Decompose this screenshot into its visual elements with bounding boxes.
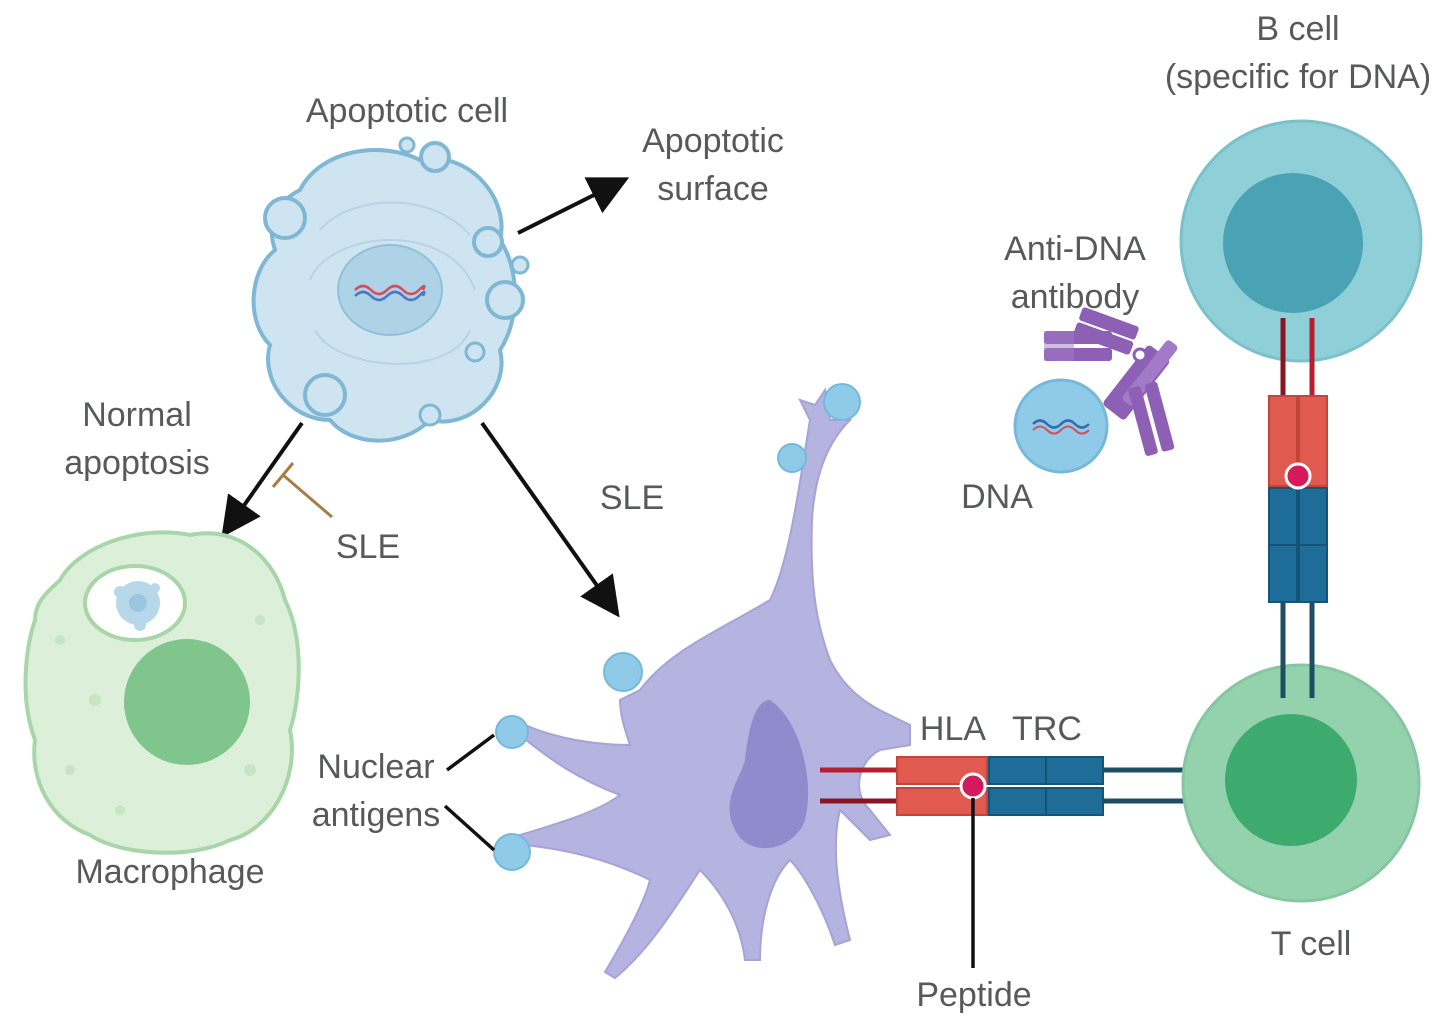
dendritic-cell xyxy=(493,383,911,980)
label-hla: HLA xyxy=(920,710,986,748)
label-macrophage: Macrophage xyxy=(75,853,264,891)
arrow-to-macrophage xyxy=(221,421,304,538)
label-b-cell-line2: (specific for DNA) xyxy=(1165,58,1431,96)
label-normal-apoptosis-line2: apoptosis xyxy=(64,444,210,482)
trc-receptor xyxy=(988,756,1047,785)
dendritic-nucleus xyxy=(729,700,809,849)
apoptotic-cell xyxy=(251,136,530,443)
nuclear-antigen-bleb xyxy=(603,652,643,692)
dna-strand-icon xyxy=(1032,419,1090,429)
pointer-line xyxy=(445,733,496,772)
label-sle-center: SLE xyxy=(600,479,664,517)
label-nuclear-antigens-line1: Nuclear xyxy=(317,748,434,786)
hla-trc-complex xyxy=(820,756,1200,816)
nuclear-antigen-bleb xyxy=(823,383,861,421)
label-apoptotic-surface-line2: surface xyxy=(657,170,769,208)
label-b-cell-line1: B cell xyxy=(1256,10,1339,48)
label-sle-inhibition: SLE xyxy=(336,528,400,566)
label-t-cell: T cell xyxy=(1271,925,1352,963)
label-apoptotic-surface-line1: Apoptotic xyxy=(642,122,784,160)
apoptotic-nucleus xyxy=(337,244,443,336)
arrow-to-dendritic-cell xyxy=(480,421,620,618)
anti-dna-antibody xyxy=(1044,307,1178,456)
b-cell xyxy=(1179,119,1423,363)
label-anti-dna-antibody-line1: Anti-DNA xyxy=(1004,230,1146,268)
nuclear-antigen-bleb xyxy=(495,715,529,749)
label-dna: DNA xyxy=(961,478,1033,516)
t-cell xyxy=(1181,663,1421,903)
sle-inhibition-marker xyxy=(271,462,333,519)
label-nuclear-antigens-line2: antigens xyxy=(312,796,441,834)
label-trc: TRC xyxy=(1012,710,1082,748)
label-normal-apoptosis-line1: Normal xyxy=(82,396,192,434)
nuclear-antigen-bleb xyxy=(777,443,807,473)
pointer-line xyxy=(443,804,496,852)
dna-antigen xyxy=(1013,378,1109,474)
dna-strand-icon xyxy=(354,284,426,296)
label-apoptotic-cell: Apoptotic cell xyxy=(306,92,508,130)
b-t-receptor-complex xyxy=(1268,318,1328,698)
arrow-to-apoptotic-surface xyxy=(517,177,630,235)
nuclear-antigen-bleb xyxy=(493,833,531,871)
peptide-dot xyxy=(959,772,987,800)
label-peptide: Peptide xyxy=(916,976,1031,1014)
t-cell-nucleus xyxy=(1225,714,1357,846)
b-cell-nucleus xyxy=(1223,173,1363,313)
macrophage-nucleus xyxy=(124,639,250,765)
macrophage xyxy=(23,530,301,855)
label-anti-dna-antibody-line2: antibody xyxy=(1011,278,1140,316)
